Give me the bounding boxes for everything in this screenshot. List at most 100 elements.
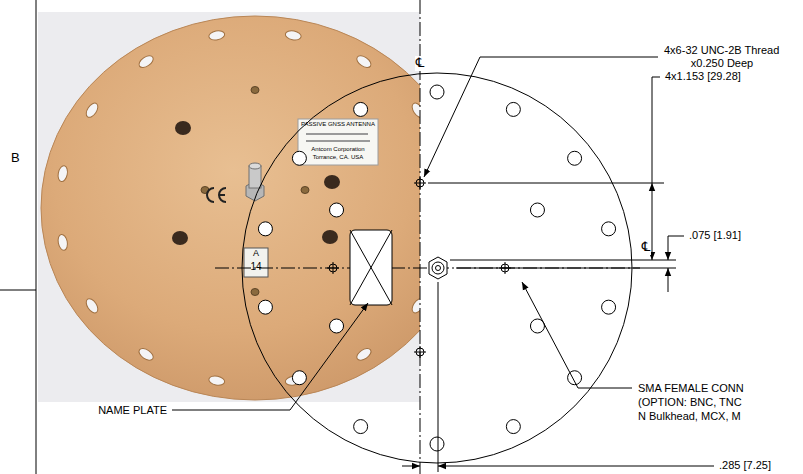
mounting-hole [506, 102, 520, 116]
mounting-hole [258, 300, 272, 314]
mount-hole [322, 230, 338, 244]
frame-line [36, 0, 37, 474]
edge-slot [410, 101, 420, 119]
connector-note: (OPTION: BNC, TNC [637, 396, 743, 409]
edge-slot [137, 346, 155, 362]
mount-hole [324, 175, 340, 189]
mounting-hole [506, 420, 520, 434]
dimension-line [438, 466, 714, 467]
plate-print [306, 133, 368, 135]
edge-slot [84, 297, 100, 315]
mounting-hole [354, 102, 368, 116]
outline-drawing [172, 0, 714, 474]
connector-note: N Bulkhead, MCX, M [637, 410, 742, 423]
mounting-hole [602, 222, 616, 236]
plate-text: Antcom Corporation [310, 146, 365, 153]
dimension-text: 4x1.153 [29.28] [664, 70, 742, 83]
threaded-hole [251, 87, 259, 94]
leader-line [652, 77, 660, 78]
sticker-text: 14 [249, 261, 262, 273]
thread-note: 4x6-32 UNC-2B Thread [663, 44, 780, 57]
sticker-text: A [252, 248, 260, 258]
ce-mark [207, 188, 214, 202]
edge-slot [285, 29, 302, 41]
dimension-text: .075 [1.91] [688, 229, 742, 242]
dimension-text: .285 [7.25] [718, 459, 772, 472]
antenna-disk [41, 16, 420, 400]
plate-text: PASSIVE GNSS ANTENNA [300, 121, 376, 128]
zone-letter: B [10, 151, 21, 166]
leader-line [668, 236, 684, 237]
dimension-text: .075 [1.91] [688, 229, 742, 242]
edge-slot [84, 101, 100, 119]
dimension-text: .285 [7.25] [718, 459, 772, 472]
edge-slot [355, 53, 373, 69]
photo-name-plate [298, 119, 378, 165]
connector-tip [249, 163, 261, 169]
extension-line [428, 183, 664, 184]
sticker-text: 14 [249, 261, 262, 273]
mounting-hole [430, 85, 444, 99]
edge-slot [57, 234, 69, 251]
dimension-line [668, 268, 669, 292]
centerline-mark: ℄ [415, 56, 425, 71]
dimension-line [668, 236, 669, 260]
dimension-line [402, 466, 420, 467]
center-line [420, 0, 421, 474]
connector-note: SMA FEMALE CONN [637, 382, 745, 395]
edge-slot [410, 297, 420, 315]
leader-line [172, 303, 368, 410]
mount-hole [175, 121, 191, 135]
dimension-line [652, 183, 653, 200]
plate-text: Torrance, CA. USA [312, 154, 365, 161]
part-name: NAME PLATE [97, 404, 168, 417]
mounting-hole [330, 203, 344, 217]
zone-letter: B [10, 151, 21, 166]
part-name: NAME PLATE [97, 404, 168, 417]
threaded-hole [301, 187, 309, 194]
plate-print [306, 140, 370, 142]
plate-text: Torrance, CA. USA [312, 154, 365, 161]
edge-slot [355, 346, 373, 362]
connector-note: N Bulkhead, MCX, M [637, 410, 742, 423]
sticker-text: A [252, 248, 260, 258]
threaded-hole [251, 289, 259, 296]
mounting-hole [530, 203, 544, 217]
connector-note: SMA FEMALE CONN [637, 382, 745, 395]
dimension-line [652, 240, 653, 260]
mounting-hole [354, 420, 368, 434]
extension-line [450, 260, 676, 261]
antenna-photo [38, 12, 420, 402]
dimension-line [652, 200, 653, 240]
plate-text: PASSIVE GNSS ANTENNA [300, 121, 376, 128]
centerline-mark: ℄ [641, 240, 651, 255]
edge-slot [208, 29, 225, 41]
dimension-text: 4x1.153 [29.28] [664, 70, 742, 83]
connector-symbol [429, 257, 447, 279]
mounting-hole [430, 437, 444, 451]
edge-slot [208, 375, 225, 387]
mounting-hole [568, 151, 582, 165]
extension-line [456, 268, 676, 269]
plate-text: Antcom Corporation [310, 146, 365, 153]
centerline-mark: ℄ [641, 240, 651, 255]
mounting-hole [330, 319, 344, 333]
name-plate-symbol [350, 230, 392, 305]
mounting-hole [258, 222, 272, 236]
dimension-line [652, 77, 653, 183]
mount-hole [172, 231, 188, 245]
leader-line [424, 57, 658, 177]
extension-line [438, 282, 439, 472]
connector-note: (OPTION: BNC, TNC [637, 396, 743, 409]
edge-slot [137, 53, 155, 69]
zone-tick [0, 290, 36, 291]
thread-note: x0.250 Deep [690, 57, 754, 70]
leader-line [522, 282, 632, 388]
ce-mark [219, 188, 226, 202]
thread-note: x0.250 Deep [690, 57, 754, 70]
photo-sticker [244, 248, 268, 277]
thread-note: 4x6-32 UNC-2B Thread [663, 44, 780, 57]
edge-slot [57, 165, 69, 182]
centerline-mark: ℄ [415, 56, 425, 71]
